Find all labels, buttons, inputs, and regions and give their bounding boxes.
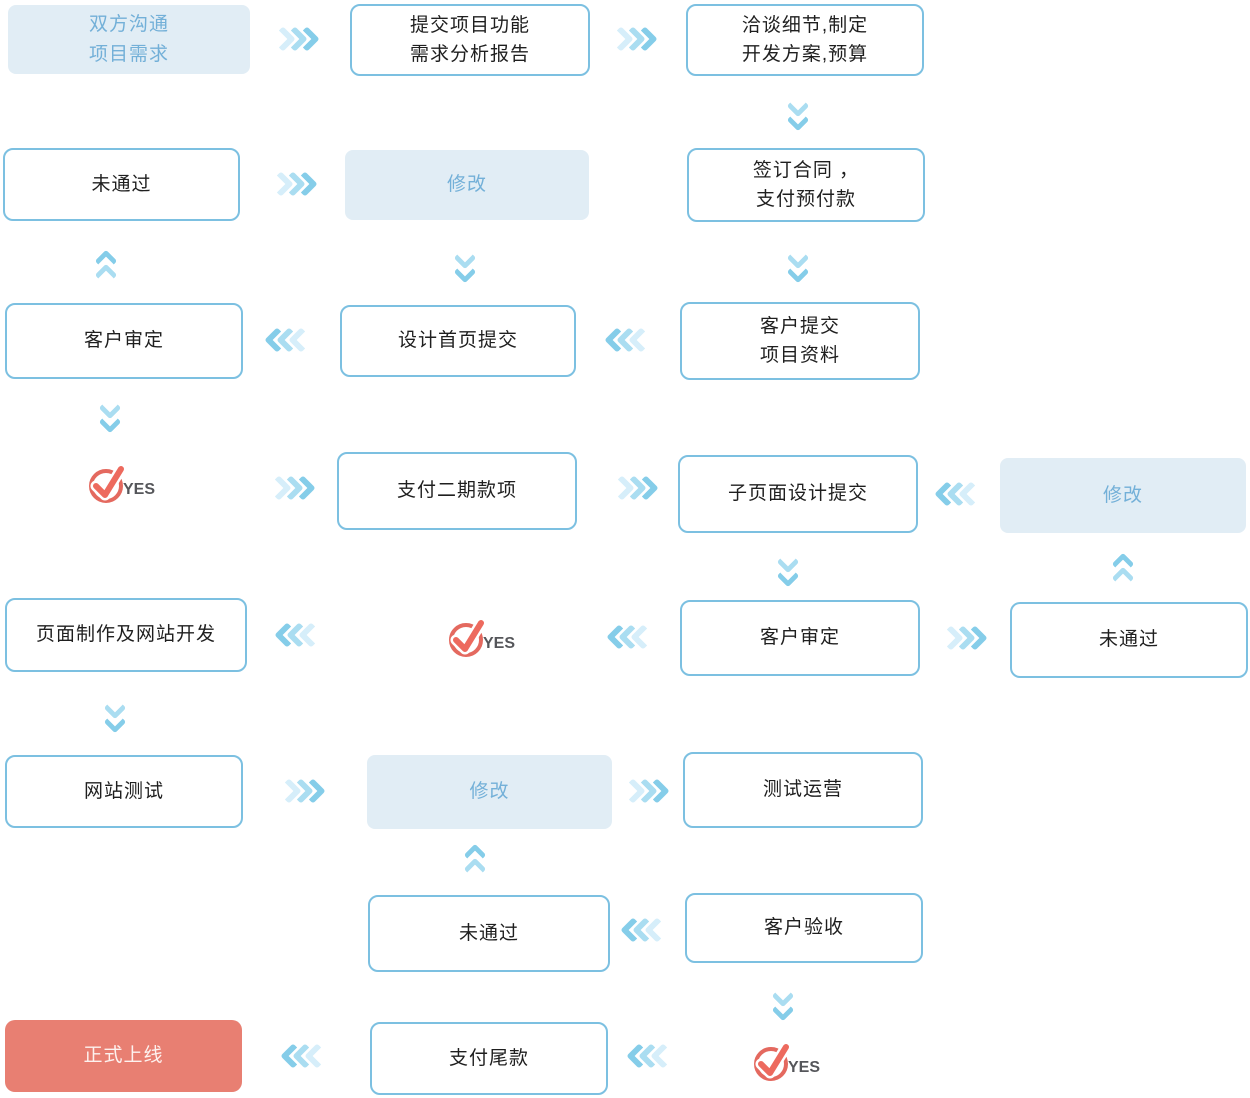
arrow-up-icon <box>94 249 118 287</box>
node-site-test: 网站测试 <box>5 755 243 828</box>
yes-label: YES <box>123 481 155 498</box>
node-not-passed-2: 未通过 <box>1010 602 1248 678</box>
node-modify-3: 修改 <box>367 755 612 829</box>
node-modify-1: 修改 <box>345 150 589 220</box>
node-communicate-requirements: 双方沟通 项目需求 <box>8 5 250 74</box>
arrow-right-icon <box>609 475 659 501</box>
arrow-left-icon <box>934 481 984 507</box>
node-modify-2: 修改 <box>1000 458 1246 533</box>
arrow-left-icon <box>620 917 670 943</box>
arrow-left-icon <box>264 327 314 353</box>
arrow-down-icon <box>786 246 810 284</box>
arrow-left-icon <box>626 1043 676 1069</box>
arrow-right-icon <box>620 778 670 804</box>
arrow-down-icon <box>776 550 800 588</box>
arrow-right-icon <box>938 625 988 651</box>
arrow-down-icon <box>771 984 795 1022</box>
yes-check-icon: YES <box>445 612 523 667</box>
arrow-left-icon <box>604 327 654 353</box>
node-go-live: 正式上线 <box>5 1020 242 1092</box>
arrow-left-icon <box>274 622 324 648</box>
node-not-passed-3: 未通过 <box>368 895 610 972</box>
arrow-down-icon <box>786 94 810 132</box>
node-client-acceptance: 客户验收 <box>685 893 923 963</box>
node-client-submit-materials: 客户提交 项目资料 <box>680 302 920 380</box>
node-not-passed-1: 未通过 <box>3 148 240 221</box>
arrow-right-icon <box>608 26 658 52</box>
arrow-up-icon <box>1111 552 1135 590</box>
node-sign-contract-prepay: 签订合同 ， 支付预付款 <box>687 148 925 222</box>
node-page-dev: 页面制作及网站开发 <box>5 598 247 672</box>
arrow-right-icon <box>270 26 320 52</box>
node-homepage-design-submit: 设计首页提交 <box>340 305 576 377</box>
arrow-right-icon <box>268 171 318 197</box>
yes-check-icon: YES <box>85 458 163 513</box>
node-negotiate-plan-budget: 洽谈细节,制定 开发方案,预算 <box>686 4 924 76</box>
yes-label: YES <box>483 635 515 652</box>
arrow-left-icon <box>280 1043 330 1069</box>
arrow-right-icon <box>266 475 316 501</box>
node-submit-analysis-report: 提交项目功能 需求分析报告 <box>350 4 590 76</box>
node-pay-final: 支付尾款 <box>370 1022 608 1095</box>
yes-label: YES <box>788 1059 820 1076</box>
yes-check-icon: YES <box>750 1036 828 1091</box>
arrow-left-icon <box>606 624 656 650</box>
node-subpage-design-submit: 子页面设计提交 <box>678 455 918 533</box>
node-test-operation: 测试运营 <box>683 752 923 828</box>
node-client-review-2: 客户审定 <box>680 600 920 676</box>
arrow-down-icon <box>98 396 122 434</box>
arrow-right-icon <box>276 778 326 804</box>
arrow-down-icon <box>453 246 477 284</box>
node-client-review-1: 客户审定 <box>5 303 243 379</box>
arrow-down-icon <box>103 696 127 734</box>
arrow-up-icon <box>463 843 487 881</box>
node-pay-phase2: 支付二期款项 <box>337 452 577 530</box>
